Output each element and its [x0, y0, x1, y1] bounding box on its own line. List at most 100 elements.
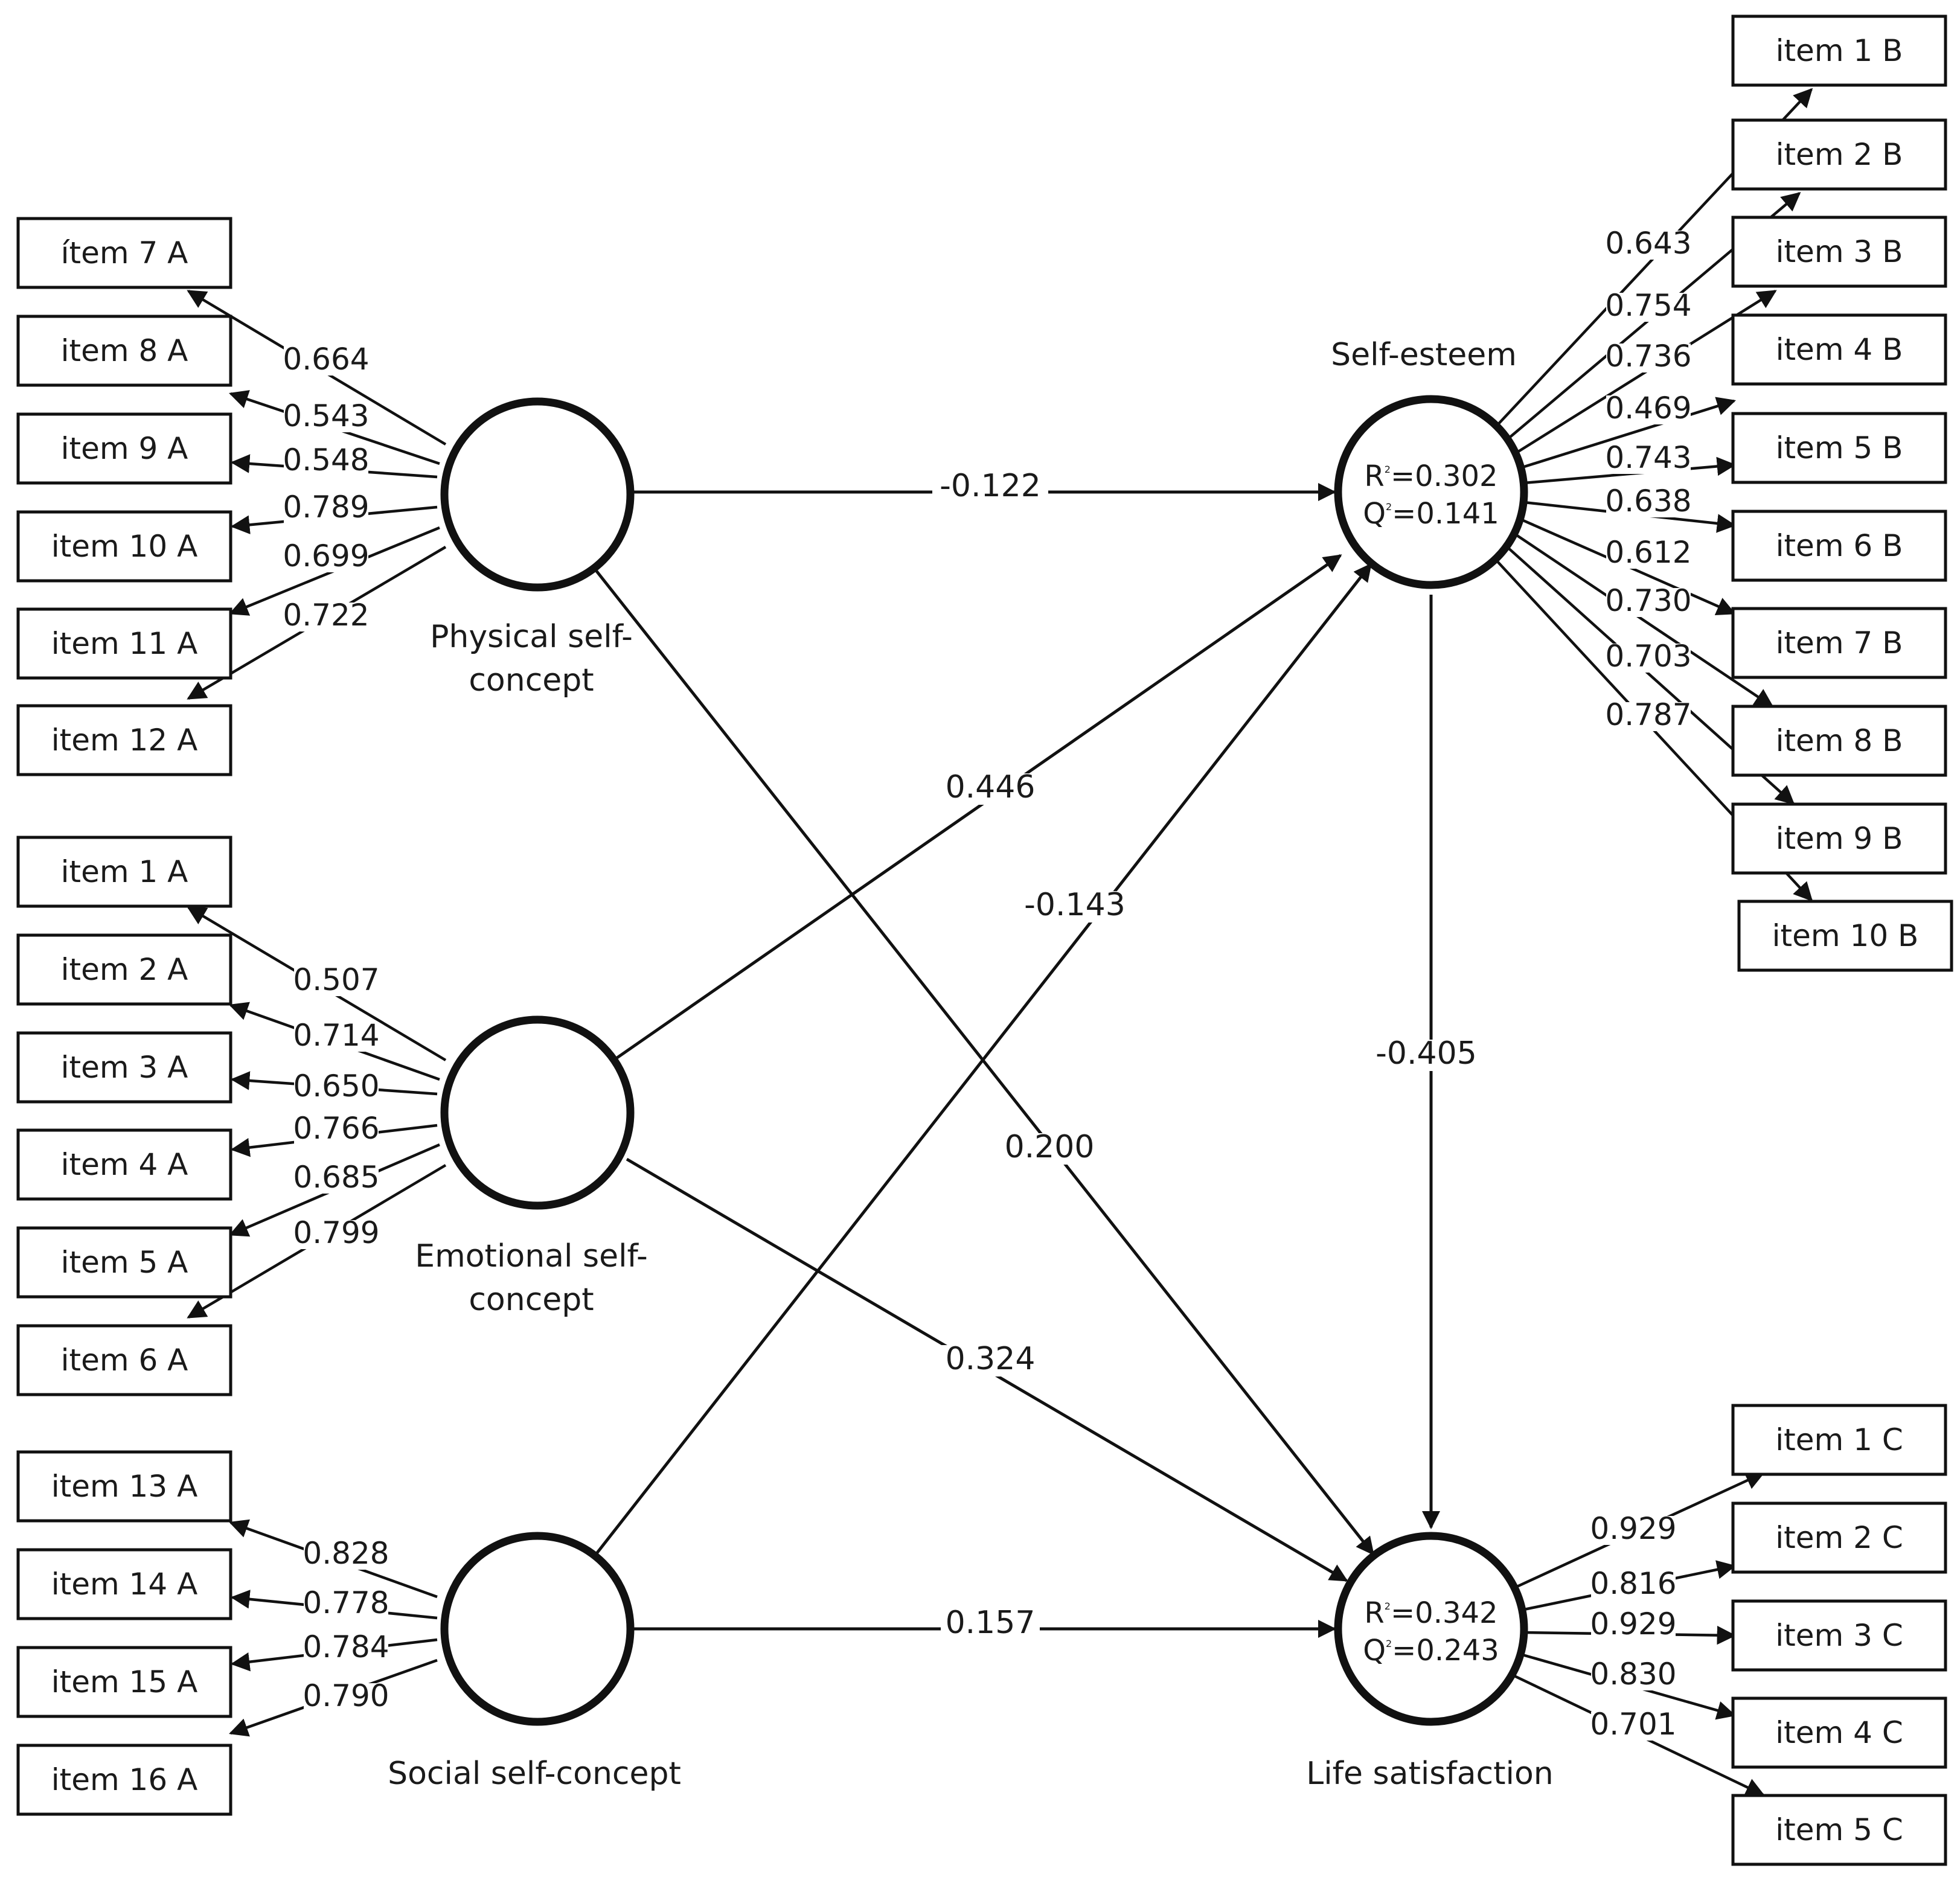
- indicator-box: [1731, 510, 1947, 582]
- indicator-box: [16, 510, 232, 583]
- indicator-label: item 3 B: [1776, 234, 1903, 269]
- path-arrow-emotional-to-self-esteem: [616, 554, 1342, 1060]
- weight-label-background: [1591, 1611, 1676, 1640]
- loading-weight: 0.730: [1605, 583, 1691, 618]
- path-coefficient: 0.324: [946, 1341, 1036, 1377]
- weight-label-background: [304, 1683, 388, 1712]
- path-coef-background: [932, 472, 1048, 504]
- indicator-box: [1731, 118, 1947, 191]
- indicator-box: [16, 607, 232, 680]
- path-coefficient: 0.157: [946, 1605, 1036, 1641]
- indicator-item-6-b: item 6 B: [1731, 510, 1947, 582]
- indicator-item-5-b: item 5 B: [1731, 412, 1947, 484]
- loading-weight: 0.787: [1605, 697, 1691, 732]
- weight-label-background: [304, 1634, 388, 1663]
- indicator-box: [16, 1128, 232, 1201]
- indicator-item-6-a: item 6 A: [16, 1324, 232, 1396]
- path-coefficient: -0.143: [1024, 887, 1126, 923]
- indicator-item-14-a: item 14 A: [16, 1548, 232, 1620]
- indicator-item-7-b: item 7 B: [1731, 607, 1947, 679]
- path-coefficient: 0.446: [946, 769, 1036, 805]
- construct-emotional: Emotional self-concept: [415, 1015, 648, 1318]
- loading-weight: 0.664: [283, 342, 369, 377]
- indicator-item-9-a: item 9 A: [16, 412, 232, 485]
- indicator-label: item 9 B: [1776, 821, 1903, 856]
- loading-weight: 0.784: [303, 1629, 389, 1664]
- indicator-box: [16, 412, 232, 485]
- construct-name: concept: [469, 1282, 594, 1318]
- path-coef-background: [941, 773, 1040, 805]
- loading-arrow: [1520, 397, 1737, 470]
- indicator-label: item 10 A: [51, 529, 198, 564]
- loading-weight: 0.828: [303, 1536, 389, 1571]
- indicator-item-8-a: item 8 A: [16, 315, 232, 387]
- indicator-label: item 4 C: [1775, 1715, 1903, 1750]
- indicator-label: item 7 B: [1776, 625, 1903, 660]
- r-squared: R2=0.302: [1364, 459, 1497, 493]
- weight-label-background: [304, 1541, 388, 1570]
- indicator-label: item 9 A: [61, 431, 188, 466]
- loading-weight: 0.612: [1605, 535, 1691, 570]
- indicator-box: [16, 1226, 232, 1299]
- weight-label-background: [294, 1116, 379, 1145]
- indicator-label: item 15 A: [51, 1664, 198, 1699]
- loading-weight: 0.816: [1590, 1566, 1676, 1601]
- loading-weight: 0.722: [283, 598, 369, 633]
- indicator-box: [1731, 412, 1947, 484]
- indicator-label: item 6 A: [61, 1343, 188, 1378]
- indicator-label: item 2 C: [1775, 1520, 1903, 1555]
- loading-weight: 0.929: [1590, 1607, 1676, 1642]
- indicator-item-5-c: item 5 C: [1731, 1794, 1947, 1866]
- indicator-box: [16, 315, 232, 387]
- indicator-label: item 5 C: [1775, 1812, 1903, 1847]
- superscript: 2: [1385, 464, 1391, 475]
- indicator-label: ítem 7 A: [61, 235, 188, 270]
- indicator-box: [1737, 900, 1953, 972]
- indicator-box: [1731, 14, 1947, 87]
- weight-label-background: [284, 494, 368, 523]
- indicator-label: item 2 A: [61, 952, 188, 987]
- construct-name: Physical self-: [430, 619, 633, 655]
- indicator-item-12-a: item 12 A: [16, 704, 232, 776]
- path-coefficient: -0.405: [1376, 1035, 1477, 1072]
- indicator-item-15-a: item 15 A: [16, 1646, 232, 1718]
- weight-label-background: [1606, 644, 1691, 673]
- indicator-item-10-b: item 10 B: [1737, 900, 1953, 972]
- indicator-box: [1731, 1696, 1947, 1769]
- path-coef-background: [1000, 1133, 1099, 1165]
- indicator-box: [1731, 1404, 1947, 1476]
- construct-circle: [440, 397, 635, 592]
- indicator-box: [16, 1548, 232, 1620]
- weight-label-background: [1591, 1712, 1676, 1741]
- indicator-box: [16, 217, 232, 289]
- superscript: 2: [1385, 1600, 1391, 1612]
- indicator-box: [1731, 1794, 1947, 1866]
- indicator-item-13-a: item 13 A: [16, 1450, 232, 1523]
- path-coefficient: -0.122: [940, 468, 1041, 504]
- indicator-label: item 8 A: [61, 333, 188, 368]
- indicator-item-4-c: item 4 C: [1731, 1696, 1947, 1769]
- indicator-label: item 3 A: [61, 1050, 188, 1085]
- indicator-label: item 12 A: [51, 723, 198, 758]
- path-coef-background: [1017, 891, 1133, 922]
- indicator-box: [1731, 313, 1947, 386]
- indicator-label: item 4 B: [1776, 332, 1903, 367]
- indicator-box: [1731, 1501, 1947, 1574]
- weight-label-background: [284, 603, 368, 631]
- indicator-label: item 1 A: [61, 854, 188, 889]
- indicator-label: item 1 B: [1776, 33, 1903, 68]
- r-squared-value: =0.302: [1391, 459, 1498, 493]
- path-coefficient: 0.200: [1005, 1129, 1095, 1165]
- indicator-label: item 6 B: [1776, 528, 1903, 563]
- indicator-box: [16, 836, 232, 908]
- weight-label-background: [294, 1073, 379, 1102]
- weight-label-background: [1606, 395, 1691, 424]
- weight-label-background: [1591, 1661, 1676, 1690]
- indicator-box: [1731, 802, 1947, 875]
- indicator-label: item 8 B: [1776, 723, 1903, 758]
- path-arrow-social-to-self-esteem: [594, 563, 1372, 1557]
- indicator-item-2-b: item 2 B: [1731, 118, 1947, 191]
- loading-weight: 0.778: [303, 1585, 389, 1620]
